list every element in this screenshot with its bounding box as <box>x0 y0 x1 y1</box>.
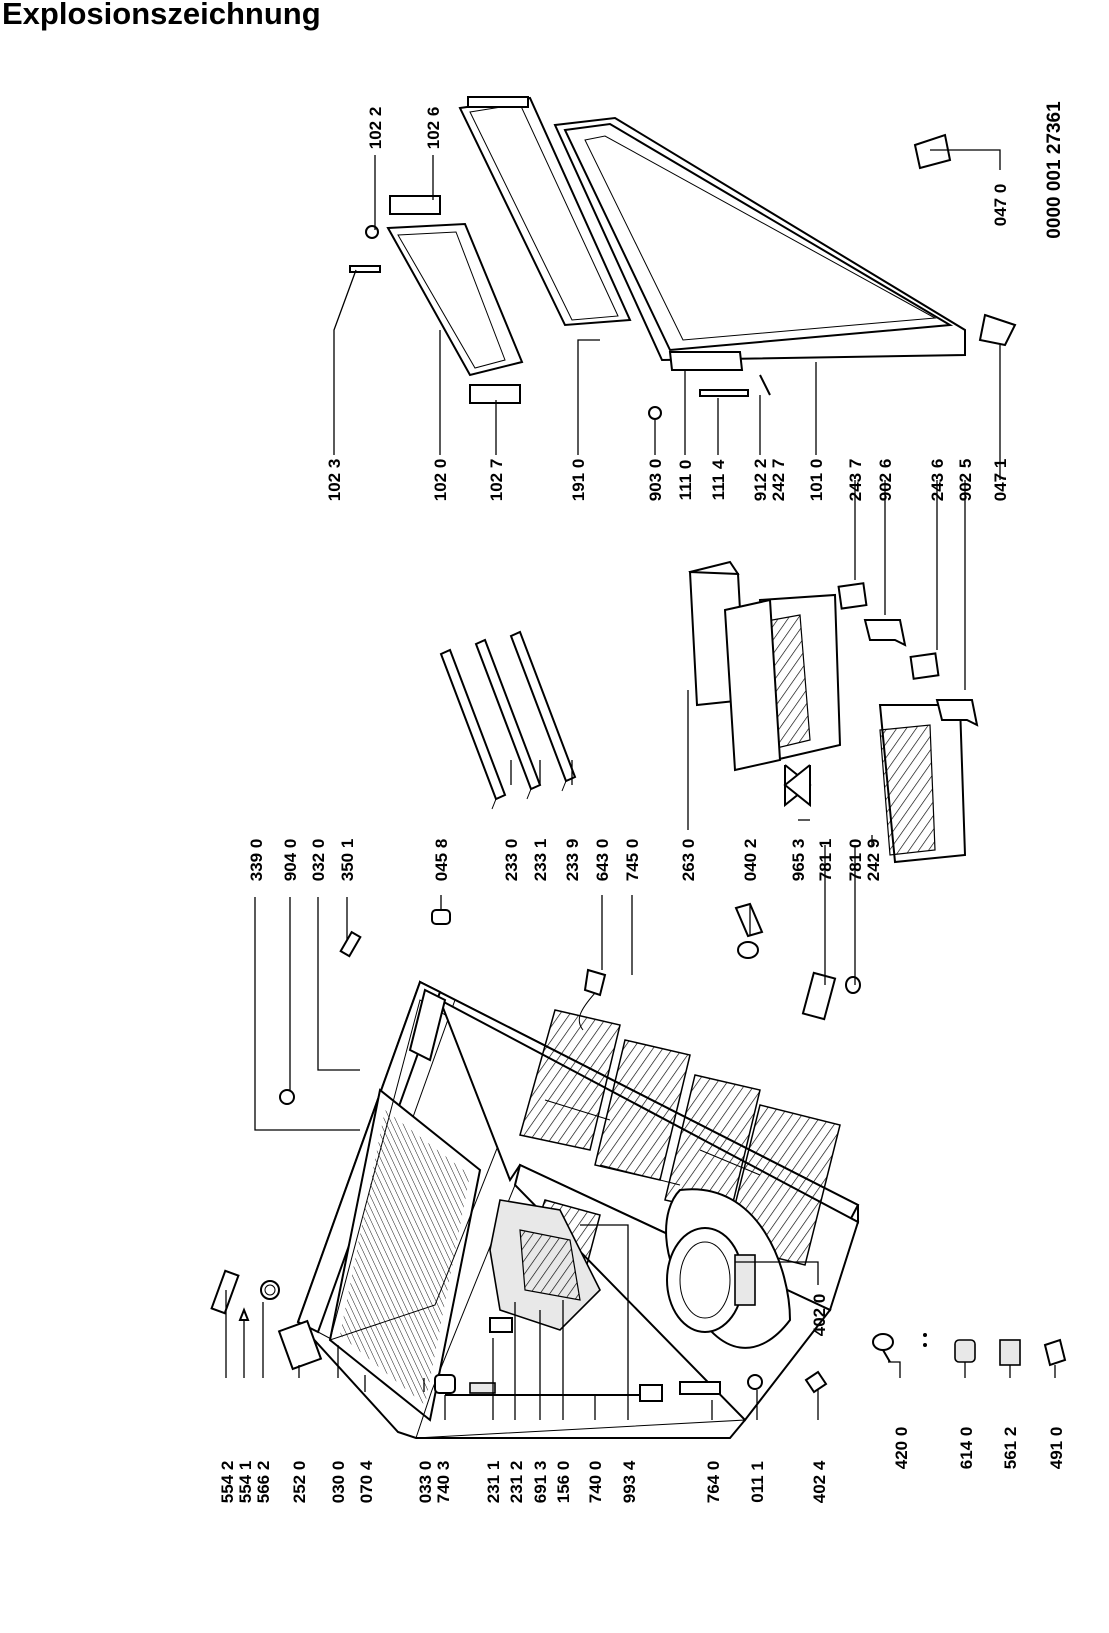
door <box>349 96 1017 420</box>
label-902-6: 902 6 <box>876 459 895 502</box>
small-parts-left <box>210 1269 828 1402</box>
label-781-1: 781 1 <box>816 839 835 882</box>
page-title: Explosionszeichnung <box>2 0 321 31</box>
label-252-0: 252 0 <box>290 1461 309 1504</box>
label-903-0: 903 0 <box>646 459 665 502</box>
label-233-9: 233 9 <box>563 839 582 882</box>
label-691-3: 691 3 <box>531 1461 550 1504</box>
label-902-5: 902 5 <box>956 459 975 502</box>
label-045-8: 045 8 <box>432 839 451 882</box>
label-102-7: 102 7 <box>487 459 506 502</box>
label-614-0: 614 0 <box>957 1427 976 1470</box>
leader-lines <box>225 149 1056 1420</box>
label-242-7: 242 7 <box>769 459 788 502</box>
label-032-0: 032 0 <box>309 839 328 882</box>
label-740-3: 740 3 <box>434 1461 453 1504</box>
label-781-0: 781 0 <box>846 839 865 882</box>
label-566-2: 566 2 <box>254 1461 273 1504</box>
label-554-2: 554 2 <box>218 1461 237 1504</box>
label-233-0: 233 0 <box>502 839 521 882</box>
label-740-0: 740 0 <box>586 1461 605 1504</box>
label-030-0: 030 0 <box>329 1461 348 1504</box>
label-243-7: 243 7 <box>846 459 865 502</box>
label-350-1: 350 1 <box>338 839 357 882</box>
label-904-0: 904 0 <box>281 839 300 882</box>
label-111-4: 111 4 <box>709 459 728 500</box>
label-643-0: 643 0 <box>593 839 612 882</box>
label-156-0: 156 0 <box>554 1461 573 1504</box>
label-554-1: 554 1 <box>236 1461 255 1504</box>
cabinet <box>296 980 860 1439</box>
door-rails <box>439 630 577 810</box>
label-011-1: 011 1 <box>748 1461 767 1503</box>
document-number: 0000 001 27361 <box>1044 101 1065 239</box>
label-242-9: 242 9 <box>864 839 883 882</box>
label-102-6: 102 6 <box>424 107 443 150</box>
label-402-0: 402 0 <box>810 1294 829 1337</box>
small-parts-bottom <box>872 1333 1067 1367</box>
label-231-1: 231 1 <box>484 1461 503 1504</box>
label-102-0: 102 0 <box>431 459 450 502</box>
label-993-4: 993 4 <box>620 1460 639 1503</box>
label-070-4: 070 4 <box>357 1460 376 1503</box>
label-040-2: 040 2 <box>741 839 760 882</box>
label-047-0: 047 0 <box>991 184 1010 227</box>
label-047-1: 047 1 <box>991 459 1010 502</box>
crisper-drawers <box>723 582 979 864</box>
label-561-2: 561 2 <box>1001 1427 1020 1470</box>
label-912-2: 912 2 <box>751 459 770 502</box>
label-402-4: 402 4 <box>810 1460 829 1503</box>
label-339-0: 339 0 <box>247 839 266 882</box>
label-243-6: 243 6 <box>928 459 947 502</box>
label-420-0: 420 0 <box>892 1427 911 1470</box>
label-231-2: 231 2 <box>507 1461 526 1504</box>
label-965-3: 965 3 <box>789 839 808 882</box>
label-102-3: 102 3 <box>325 459 344 502</box>
part-labels: 554 2 554 1 566 2 252 0 030 0 070 4 033 … <box>218 101 1066 1503</box>
label-764-0: 764 0 <box>704 1461 723 1504</box>
label-102-2: 102 2 <box>366 107 385 150</box>
label-033-0: 033 0 <box>416 1461 435 1504</box>
label-111-0: 111 0 <box>676 460 695 501</box>
label-101-0: 101 0 <box>807 459 826 502</box>
label-233-1: 233 1 <box>531 839 550 882</box>
label-745-0: 745 0 <box>623 839 642 882</box>
label-191-0: 191 0 <box>569 459 588 502</box>
label-263-0: 263 0 <box>679 839 698 882</box>
label-491-0: 491 0 <box>1047 1427 1066 1470</box>
